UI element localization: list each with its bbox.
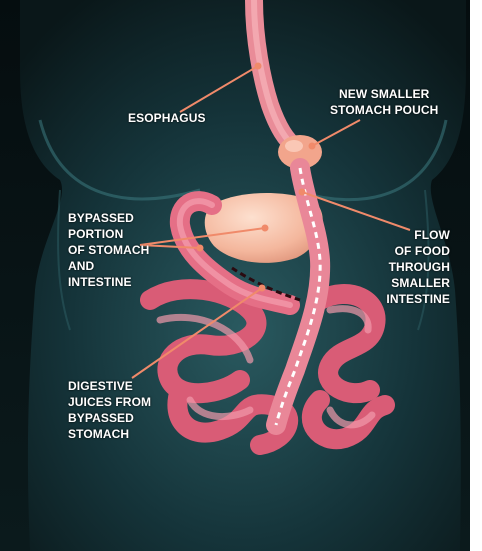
label-flow-line-2: OF FOOD bbox=[380, 243, 450, 259]
label-bypassed-line-2: PORTION bbox=[68, 226, 149, 242]
pouch-highlight bbox=[285, 140, 303, 152]
label-flow-line-3: THROUGH bbox=[380, 259, 450, 275]
label-esophagus-text: ESOPHAGUS bbox=[128, 110, 206, 126]
label-flow: FLOW OF FOOD THROUGH SMALLER INTESTINE bbox=[380, 227, 450, 307]
label-juices-line-3: BYPASSED bbox=[68, 410, 151, 426]
label-flow-line-4: SMALLER bbox=[380, 275, 450, 291]
label-new-pouch: NEW SMALLER STOMACH POUCH bbox=[330, 86, 438, 118]
label-juices-line-1: DIGESTIVE bbox=[68, 378, 151, 394]
label-juices-line-2: JUICES FROM bbox=[68, 394, 151, 410]
label-bypassed-line-4: AND bbox=[68, 258, 149, 274]
label-flow-line-1: FLOW bbox=[380, 227, 450, 243]
label-esophagus: ESOPHAGUS bbox=[128, 110, 206, 126]
label-bypassed-line-1: BYPASSED bbox=[68, 210, 149, 226]
label-flow-line-5: INTESTINE bbox=[380, 291, 450, 307]
label-juices: DIGESTIVE JUICES FROM BYPASSED STOMACH bbox=[68, 378, 151, 442]
label-bypassed: BYPASSED PORTION OF STOMACH AND INTESTIN… bbox=[68, 210, 149, 290]
label-bypassed-line-5: INTESTINE bbox=[68, 274, 149, 290]
label-new-pouch-line-1: NEW SMALLER bbox=[330, 86, 438, 102]
label-juices-line-4: STOMACH bbox=[68, 426, 151, 442]
page-margin bbox=[470, 0, 482, 551]
label-bypassed-line-3: OF STOMACH bbox=[68, 242, 149, 258]
label-new-pouch-line-2: STOMACH POUCH bbox=[330, 102, 438, 118]
